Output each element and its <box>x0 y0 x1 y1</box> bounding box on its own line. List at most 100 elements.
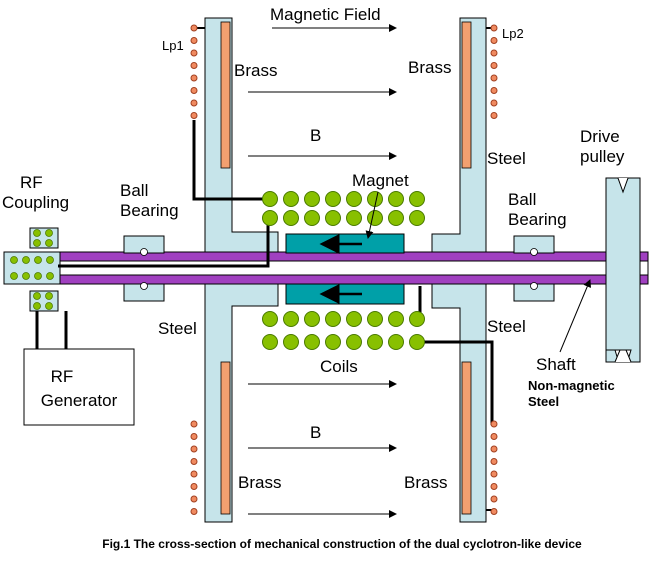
label-brass-top-right: Brass <box>408 58 451 77</box>
label-rf-coupling-1: RF <box>20 173 43 192</box>
lp-coil-turn-bottom-left <box>190 495 198 503</box>
coil-turn <box>325 191 341 207</box>
label-brass-bottom-left: Brass <box>238 473 281 492</box>
figure-caption: Fig.1 The cross-section of mechanical co… <box>102 537 582 551</box>
lp-coil-turn-bottom-right <box>490 470 498 478</box>
label-b-top: B <box>310 126 321 145</box>
lp-coil-turn-bottom-right <box>490 495 498 503</box>
lp2-coil-turn <box>490 37 498 44</box>
ball-bearing-right <box>513 235 555 302</box>
coil-turn <box>409 334 425 350</box>
label-drive-pulley-1: Drive <box>580 127 620 146</box>
coil-turn <box>409 191 425 207</box>
lp1-coil-turn <box>190 112 198 119</box>
lp-coil-turn-bottom-left <box>190 470 198 478</box>
coil-turn <box>346 334 362 350</box>
lp-coil-turn-bottom-right <box>490 483 498 490</box>
coil-turn <box>283 191 299 207</box>
coil-turn <box>367 334 383 350</box>
lp2-coil-turn <box>490 99 498 107</box>
coil-turn <box>325 311 341 327</box>
label-steel-bottom-right: Steel <box>487 317 526 336</box>
label-rf-generator-1: RF <box>51 367 74 386</box>
label-magnetic-field: Magnetic Field <box>270 5 381 24</box>
coil-turn <box>262 210 278 226</box>
coil-turn <box>262 311 278 327</box>
lp2-coil-turn <box>490 74 498 82</box>
lp-coil-turn-bottom-left <box>190 420 198 428</box>
label-ball-bearing-right-2: Bearing <box>508 210 567 229</box>
field-arrows <box>248 24 397 518</box>
rf-generator-box <box>23 348 135 426</box>
lp1-coil-turn <box>190 62 198 69</box>
shaft-pointer <box>559 279 591 353</box>
lp2-coil-turn <box>490 87 498 94</box>
label-lp1: Lp1 <box>162 38 184 53</box>
coil-turn <box>262 334 278 350</box>
coil-turn <box>346 311 362 327</box>
label-steel-top-right: Steel <box>487 149 526 168</box>
lp-coil-turn-bottom-left <box>190 508 198 515</box>
coil-turn <box>388 210 404 226</box>
ball-bearing-left <box>123 235 165 302</box>
lp2-coil-turn <box>490 49 498 57</box>
shaft <box>57 251 649 285</box>
coil-turn <box>388 334 404 350</box>
coil-turn <box>283 334 299 350</box>
label-non-magnetic-2: Steel <box>528 394 559 409</box>
brass-strip-top-right <box>461 21 472 169</box>
coil-turn <box>325 210 341 226</box>
coil-turn <box>304 191 320 207</box>
label-steel-bottom-left: Steel <box>158 319 197 338</box>
lp-coil-turn-bottom-right <box>490 420 498 428</box>
coil-turn <box>367 210 383 226</box>
rf-coupling-block <box>3 227 61 312</box>
coil-turn <box>346 210 362 226</box>
wiring <box>35 120 494 425</box>
label-brass-bottom-right: Brass <box>404 473 447 492</box>
coil-turn <box>304 311 320 327</box>
brass-strip-bottom-right <box>461 361 472 515</box>
coil-turn <box>304 334 320 350</box>
lp1-coil-turn <box>190 74 198 82</box>
lp-coil-turn-bottom-left <box>190 458 198 465</box>
lp-coil-turn-bottom-left <box>190 445 198 453</box>
label-coils: Coils <box>320 357 358 376</box>
lp2-coil-turn <box>490 112 498 119</box>
label-shaft: Shaft <box>536 355 576 374</box>
coil-turn <box>283 311 299 327</box>
brass-strip-bottom-left <box>220 361 231 515</box>
label-magnet: Magnet <box>352 171 409 190</box>
coil-turn <box>304 210 320 226</box>
coil-turn <box>262 191 278 207</box>
lp1-coil-turn <box>190 99 198 107</box>
brass-strip-top-left <box>220 21 231 169</box>
label-rf-generator-2: Generator <box>41 391 118 410</box>
label-ball-bearing-left-1: Ball <box>120 181 148 200</box>
label-non-magnetic-1: Non-magnetic <box>528 378 615 393</box>
label-lp2: Lp2 <box>502 26 524 41</box>
lp1-coil-turn <box>190 87 198 94</box>
lp-coil-turn-bottom-right <box>490 445 498 453</box>
lp1-coil-turn <box>190 37 198 44</box>
lp-coil-turn-bottom-right <box>490 508 498 515</box>
coil-turn <box>283 210 299 226</box>
drive-pulley <box>605 177 641 363</box>
magnet-pointer <box>365 191 379 239</box>
coil-turn <box>409 210 425 226</box>
lp1-coil-turn <box>190 49 198 57</box>
label-ball-bearing-left-2: Bearing <box>120 201 179 220</box>
label-b-bottom: B <box>310 423 321 442</box>
label-rf-coupling-2: Coupling <box>2 193 69 212</box>
coil-turn <box>388 311 404 327</box>
lp-coils <box>190 24 498 515</box>
label-drive-pulley-2: pulley <box>580 147 625 166</box>
lp-coil-turn-bottom-left <box>190 433 198 440</box>
lp-coil-turn-bottom-right <box>490 433 498 440</box>
label-brass-top-left: Brass <box>234 61 277 80</box>
label-ball-bearing-right-1: Ball <box>508 190 536 209</box>
coil-turn <box>409 311 425 327</box>
coil-turn <box>325 334 341 350</box>
lp1-coil-turn <box>190 24 198 32</box>
